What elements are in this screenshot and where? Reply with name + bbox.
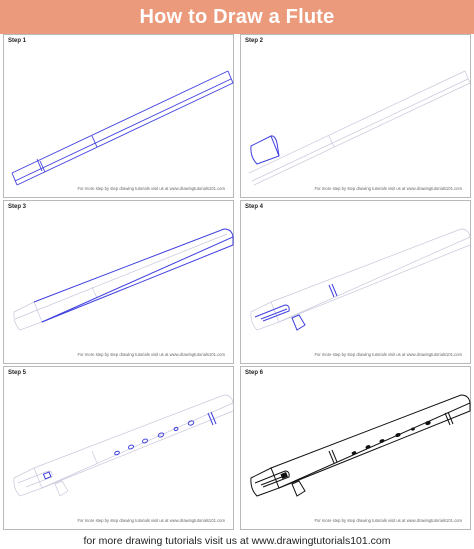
page-footer: for more drawing tutorials visit us at w… bbox=[83, 534, 391, 547]
step-6-panel: Step 6 For more step by step drawing tut… bbox=[240, 366, 471, 530]
step-6-drawing bbox=[250, 394, 471, 497]
step-4-credit: For more step by step drawing tutorials … bbox=[314, 352, 462, 357]
step-2-credit: For more step by step drawing tutorials … bbox=[314, 186, 462, 191]
title-banner: How to Draw a Flute bbox=[0, 0, 474, 34]
step-4-drawing bbox=[250, 228, 471, 331]
step-1-credit: For more step by step drawing tutorials … bbox=[77, 186, 225, 191]
step-6-credit: For more step by step drawing tutorials … bbox=[314, 518, 462, 523]
step-2-panel: Step 2 For more step by step drawing tut… bbox=[240, 34, 471, 198]
steps-grid: Step 1 For more step by step drawing tut… bbox=[3, 34, 471, 530]
step-6-label: Step 6 bbox=[245, 370, 264, 376]
step-1-drawing bbox=[11, 70, 234, 186]
step-3-label: Step 3 bbox=[8, 204, 27, 210]
step-3-panel: Step 3 For more step by step drawing tut… bbox=[3, 200, 234, 364]
step-4-label: Step 4 bbox=[245, 204, 264, 210]
step-3-drawing bbox=[13, 228, 234, 331]
step-1-panel: Step 1 For more step by step drawing tut… bbox=[3, 34, 234, 198]
step-5-panel: Step 5 For more step by step drawing tut… bbox=[3, 366, 234, 530]
step-1-label: Step 1 bbox=[8, 38, 27, 44]
step-3-credit: For more step by step drawing tutorials … bbox=[77, 352, 225, 357]
step-5-drawing bbox=[13, 394, 234, 497]
step-4-panel: Step 4 For more step by step drawing tut… bbox=[240, 200, 471, 364]
step-2-label: Step 2 bbox=[245, 38, 264, 44]
step-5-credit: For more step by step drawing tutorials … bbox=[77, 518, 225, 523]
step-5-label: Step 5 bbox=[8, 370, 27, 376]
step-2-drawing bbox=[248, 70, 471, 186]
page-title: How to Draw a Flute bbox=[139, 5, 335, 28]
